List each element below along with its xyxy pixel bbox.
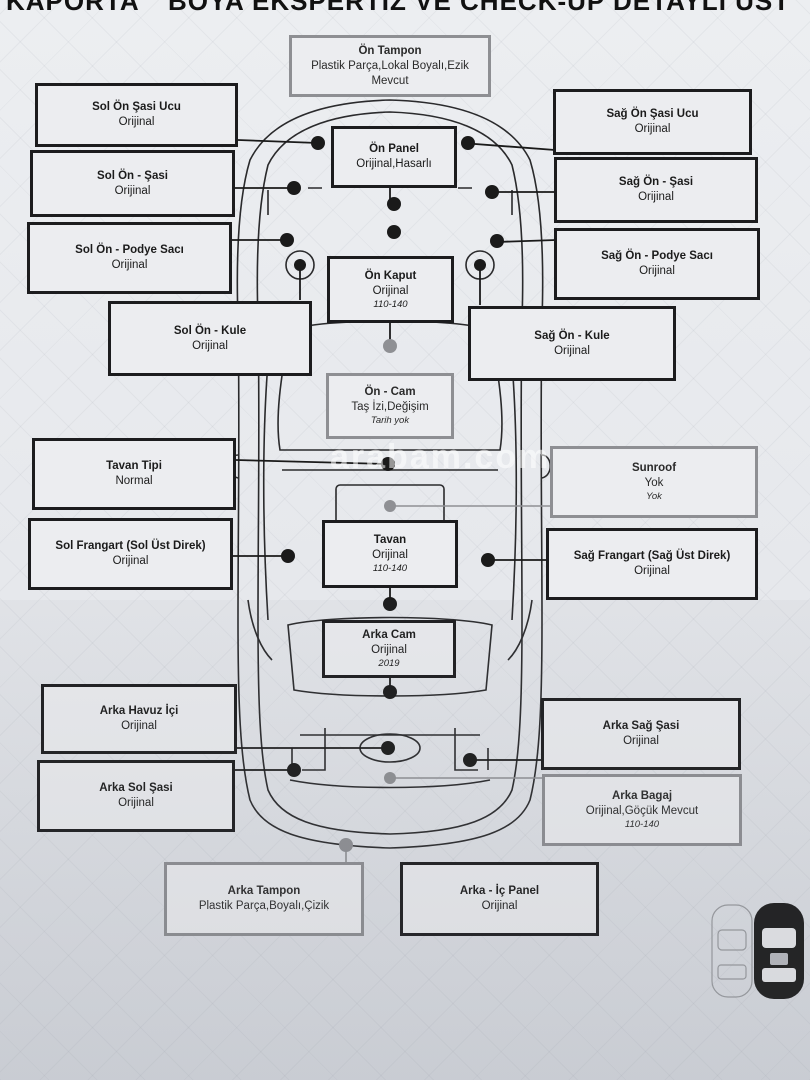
part-status: Plastik Parça,Lokal Boyalı,Ezik Mevcut [311, 59, 469, 87]
part-box-arka-ic-panel[interactable]: Arka - İç Panel Orijinal [400, 862, 599, 936]
part-title: Arka Sol Şasi [99, 782, 173, 794]
watermark: arabam.com [330, 438, 551, 476]
part-title: Sol Ön Şasi Ucu [92, 101, 181, 113]
part-title: Tavan [373, 534, 407, 546]
part-status: Plastik Parça,Boyalı,Çizik [198, 900, 330, 912]
part-title: Arka - İç Panel [459, 885, 540, 897]
part-title: Sağ Ön Şasi Ucu [606, 108, 699, 120]
part-box-sol-frangart[interactable]: Sol Frangart (Sol Üst Direk) Orijinal [28, 518, 233, 590]
part-status: Orijinal [118, 797, 154, 809]
part-title: Arka Bagaj [611, 790, 673, 802]
part-box-sag-on-sasi-ucu[interactable]: Sağ Ön Şasi Ucu Orijinal [553, 89, 752, 155]
connection-dots-light [339, 339, 397, 852]
part-title: Sağ Ön - Şasi [618, 176, 694, 188]
part-title: Arka Havuz İçi [99, 705, 179, 717]
part-box-arka-havuz-ici[interactable]: Arka Havuz İçi Orijinal [41, 684, 237, 754]
part-title: Sol Ön - Kule [173, 324, 247, 337]
part-title: Ön Tampon [358, 44, 422, 57]
part-status: Orijinal,Hasarlı [356, 158, 432, 170]
part-status: Orijinal [634, 565, 670, 577]
part-status: Orijinal [114, 184, 151, 197]
part-title: Ön Panel [369, 143, 419, 155]
part-box-arka-sag-sasi[interactable]: Arka Sağ Şasi Orijinal [541, 698, 741, 770]
part-box-sol-on-sasi[interactable]: Sol Ön - Şasi Orijinal [30, 150, 235, 217]
part-title: Sağ Ön - Kule [534, 329, 610, 342]
part-status: Orijinal,Göçük Mevcut [585, 805, 699, 817]
part-title: Sunroof [631, 462, 677, 474]
part-title: Ön Kaput [364, 269, 417, 282]
part-status: Orijinal [372, 284, 409, 297]
part-status: Orijinal [634, 123, 671, 135]
header-left: KAPORTA [6, 0, 140, 16]
part-box-arka-sol-sasi[interactable]: Arka Sol Şasi Orijinal [37, 760, 235, 832]
part-title: Arka Tampon [227, 885, 301, 897]
part-status: Taş İzi,Değişim [351, 401, 429, 413]
part-note: 110-140 [373, 298, 408, 310]
part-status: Orijinal [481, 900, 518, 912]
part-box-tavan-tipi[interactable]: Tavan Tipi Normal [32, 438, 236, 510]
part-box-sag-frangart[interactable]: Sağ Frangart (Sağ Üst Direk) Orijinal [546, 528, 758, 600]
part-status: Orijinal [121, 720, 157, 732]
part-note: Tarih yok [370, 415, 410, 426]
part-box-tavan[interactable]: Tavan Orijinal 110-140 [322, 520, 458, 588]
part-box-arka-tampon[interactable]: Arka Tampon Plastik Parça,Boyalı,Çizik [164, 862, 364, 936]
part-box-sag-on-podye-saci[interactable]: Sağ Ön - Podye Sacı Orijinal [554, 228, 760, 300]
part-status: Orijinal [639, 265, 675, 277]
part-note: 2019 [378, 658, 400, 669]
part-status: Orijinal [111, 259, 148, 271]
part-status: Orijinal [638, 191, 674, 203]
part-status: Orijinal [112, 555, 149, 567]
car-icon-outline [711, 904, 753, 998]
part-note: 110-140 [624, 819, 660, 830]
part-status: Orijinal [371, 644, 407, 656]
part-box-sol-on-sasi-ucu[interactable]: Sol Ön Şasi Ucu Orijinal [35, 83, 238, 147]
connector-lines [232, 139, 557, 771]
part-title: Arka Sağ Şasi [602, 720, 680, 732]
part-box-sol-on-kule[interactable]: Sol Ön - Kule Orijinal [108, 301, 312, 376]
page-header: KAPORTA BOYA EKSPERTİZ VE CHECK-UP DETAY… [0, 0, 810, 20]
part-status: Orijinal [623, 735, 659, 747]
part-status: Orijinal [118, 116, 155, 128]
part-title: Sağ Ön - Podye Sacı [601, 250, 713, 262]
connection-dots [280, 136, 504, 777]
part-note: 110-140 [372, 563, 408, 574]
part-title: Sol Ön - Şasi [97, 169, 168, 182]
part-box-arka-cam[interactable]: Arka Cam Orijinal 2019 [322, 620, 456, 678]
part-status: Orijinal [192, 339, 228, 352]
part-box-sag-on-sasi[interactable]: Sağ Ön - Şasi Orijinal [554, 157, 758, 223]
part-status: Yok [644, 477, 664, 489]
part-title: Arka Cam [362, 629, 416, 641]
part-title: Sağ Frangart (Sağ Üst Direk) [573, 550, 731, 562]
part-title: Ön - Cam [364, 386, 416, 398]
part-box-on-cam[interactable]: Ön - Cam Taş İzi,Değişim Tarih yok [326, 373, 454, 439]
part-note: Yok [646, 491, 662, 502]
part-box-on-kaput[interactable]: Ön Kaput Orijinal 110-140 [327, 256, 454, 323]
part-status: Orijinal [372, 549, 408, 561]
part-title: Tavan Tipi [106, 460, 162, 472]
part-box-on-tampon[interactable]: Ön Tampon Plastik Parça,Lokal Boyalı,Ezi… [289, 35, 491, 97]
header-title: BOYA EKSPERTİZ VE CHECK-UP DETAYLI ÜST [168, 0, 791, 16]
part-box-on-panel[interactable]: Ön Panel Orijinal,Hasarlı [331, 126, 457, 188]
car-icon-filled [754, 903, 804, 999]
part-status: Orijinal [554, 344, 590, 357]
part-title: Sol Ön - Podye Sacı [75, 244, 184, 256]
part-box-sol-on-podye-saci[interactable]: Sol Ön - Podye Sacı Orijinal [27, 222, 232, 294]
part-status: Normal [115, 475, 153, 487]
part-box-sunroof[interactable]: Sunroof Yok Yok [550, 446, 758, 518]
part-box-sag-on-kule[interactable]: Sağ Ön - Kule Orijinal [468, 306, 676, 381]
part-box-arka-bagaj[interactable]: Arka Bagaj Orijinal,Göçük Mevcut 110-140 [542, 774, 742, 846]
part-title: Sol Frangart (Sol Üst Direk) [55, 540, 206, 552]
